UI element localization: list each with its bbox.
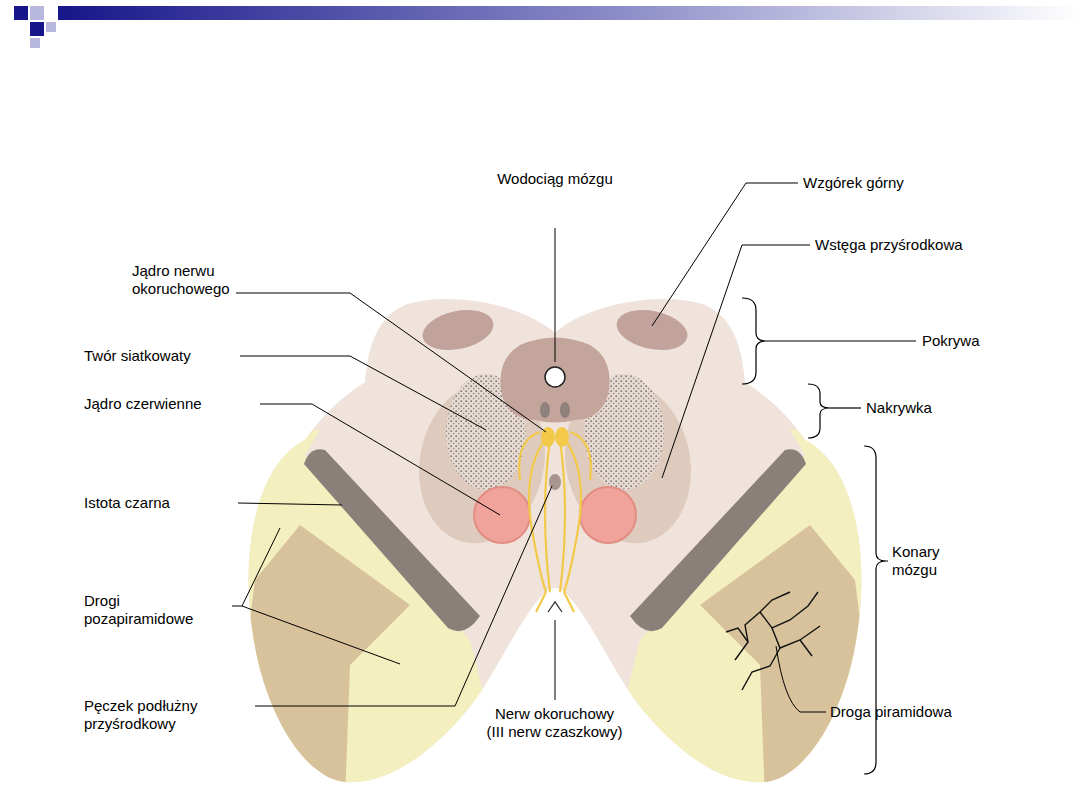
branch-line <box>742 648 780 690</box>
structure-label: Istota czarna <box>84 494 170 512</box>
branch-line <box>735 592 790 660</box>
structure-label: Jądro czerwienne <box>84 395 202 413</box>
bracket <box>864 446 888 774</box>
leader-line <box>232 528 280 606</box>
superior-colliculus <box>613 304 691 356</box>
branch-line <box>760 592 818 628</box>
tract-branching <box>726 592 820 690</box>
nerve-exit <box>548 602 562 612</box>
title-bar <box>58 6 1080 20</box>
structure-label: Droga piramidowa <box>830 703 952 721</box>
structure-label: Konary mózgu <box>892 543 962 579</box>
leader-line <box>830 407 861 408</box>
deco-square <box>14 6 28 20</box>
leader-line <box>776 646 826 712</box>
leader-line <box>662 245 810 478</box>
oculomotor-nucleus <box>555 427 569 447</box>
nucleus-spot <box>560 402 570 418</box>
structure-label: Twór siatkowaty <box>84 347 191 365</box>
pyramidal-tract-area <box>240 525 410 800</box>
oculomotor-fibres <box>519 432 591 612</box>
pyramidal-tract-area <box>700 525 870 800</box>
nucleus-spot <box>540 402 550 418</box>
structure-label: Wodociąg mózgu <box>475 170 635 188</box>
deco-square <box>30 22 44 36</box>
peduncles <box>210 430 900 800</box>
leader-line <box>242 606 400 664</box>
deco-square <box>30 6 44 20</box>
leader-line <box>652 183 798 326</box>
leader-line <box>766 340 916 341</box>
nerve-fibre <box>564 438 581 592</box>
deco-square <box>30 38 40 48</box>
leader-line <box>240 356 486 430</box>
structure-label: Drogi pozapiramidowe <box>84 592 204 628</box>
nerve-fibre <box>519 432 540 480</box>
deco-square <box>46 22 56 32</box>
structure-label: Nerw okoruchowy (III nerw czaszkowy) <box>485 705 624 741</box>
nerve-fibre <box>560 440 565 592</box>
bracket <box>742 298 766 384</box>
nerve-root <box>536 592 546 612</box>
superior-colliculus <box>419 304 497 356</box>
leader-line <box>555 228 556 362</box>
leader-line <box>260 404 500 515</box>
leader-line <box>555 620 556 700</box>
leader-line <box>255 486 552 706</box>
bracket <box>808 384 830 438</box>
red-nucleus <box>580 487 636 543</box>
nerve-fibre <box>545 440 550 592</box>
branch-line <box>800 640 812 656</box>
branch-line <box>772 626 820 648</box>
structure-label: Pęczek podłużny przyśrodkowy <box>84 697 224 733</box>
nerve-root <box>564 592 574 612</box>
nerve-fibre <box>529 438 546 592</box>
structure-label: Wstęga przyśrodkowa <box>815 236 963 254</box>
structure-label: Nakrywka <box>866 399 932 417</box>
structure-label: Pokrywa <box>922 332 980 350</box>
structure-label: Wzgórek górny <box>803 174 904 192</box>
brackets <box>742 298 916 774</box>
leader-line <box>236 293 546 432</box>
leader-line <box>238 503 342 505</box>
cerebral-aqueduct <box>545 367 565 387</box>
branch-line <box>726 628 748 642</box>
red-nucleus <box>474 487 530 543</box>
structure-label: Jądro nerwu okoruchowego <box>132 262 252 298</box>
nerve-fibre <box>570 432 591 480</box>
leader-lines <box>232 183 826 712</box>
